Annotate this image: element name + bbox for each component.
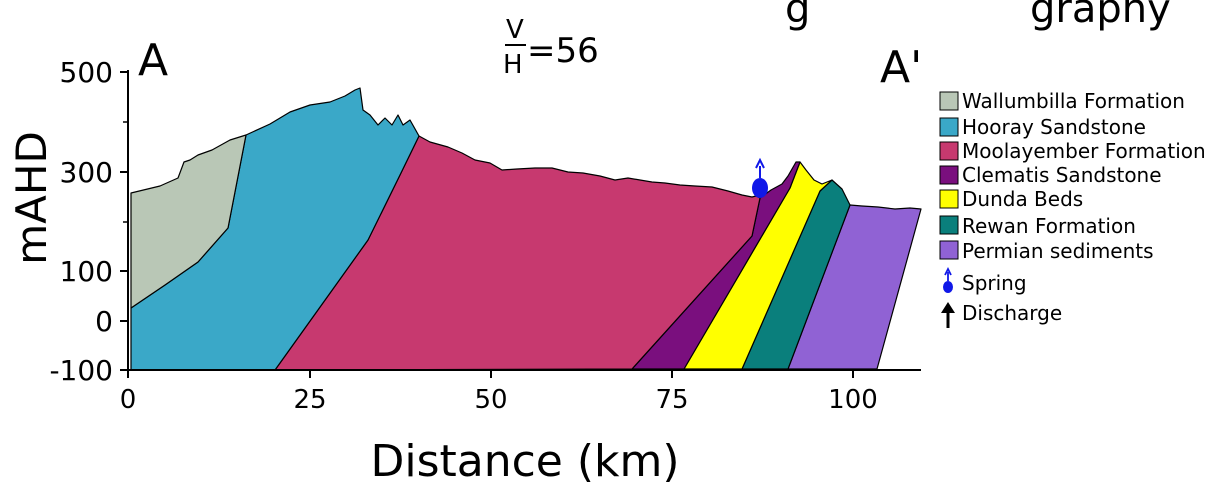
endpoint-label-left: A [138, 35, 168, 86]
endpoint-label-right: A' [880, 42, 922, 93]
legend-label: Permian sediments [962, 239, 1154, 263]
unit-hooray-sandstone [130, 87, 420, 371]
legend-label: Clematis Sandstone [962, 163, 1162, 187]
y-tick-label: 0 [95, 305, 113, 338]
legend-label: Moolayember Formation [962, 139, 1206, 163]
title-fragment-left: g [785, 0, 810, 32]
spring-icon [943, 266, 953, 293]
legend-swatch-clematis [939, 165, 959, 185]
x-axis-title: Distance (km) [370, 436, 679, 487]
y-axis-title: mAHD [7, 131, 56, 265]
ratio-value: =56 [527, 31, 599, 71]
axes [120, 70, 921, 378]
geology-section [130, 87, 922, 371]
legend-swatch-moolayember [939, 141, 959, 161]
x-tick-label: 100 [828, 385, 878, 415]
legend-label: Dunda Beds [962, 187, 1083, 211]
legend-label: Spring [962, 271, 1027, 295]
spring-marker [752, 157, 768, 198]
x-tick-label: 0 [120, 385, 137, 415]
legend: Wallumbilla Formation Hooray Sandstone M… [939, 89, 1206, 328]
unit-wallumbilla-formation [130, 134, 247, 309]
y-tick-label: 300 [60, 156, 113, 189]
legend-label: Discharge [962, 301, 1062, 325]
legend-label: Rewan Formation [962, 214, 1136, 238]
title-fragment-right: graphy [1030, 0, 1171, 32]
legend-swatch-hooray [939, 117, 959, 137]
x-tick-label: 75 [655, 385, 688, 415]
arrow-up-icon [941, 302, 955, 328]
unit-moolayember-formation [274, 135, 761, 371]
x-tick-label: 50 [474, 385, 507, 415]
x-tick-label: 25 [293, 385, 326, 415]
legend-swatch-rewan [939, 215, 959, 235]
unit-permian-sediments [787, 204, 922, 370]
ratio-denominator: H [503, 50, 523, 80]
y-tick-label: 500 [60, 56, 113, 89]
y-tick-label: -100 [49, 354, 113, 387]
legend-label: Wallumbilla Formation [962, 89, 1185, 113]
legend-swatch-wallumbilla [939, 91, 959, 111]
ratio-numerator: V [506, 15, 524, 45]
legend-swatch-dunda [939, 189, 959, 209]
y-tick-label: 100 [60, 255, 113, 288]
legend-swatch-permian [939, 240, 959, 260]
legend-label: Hooray Sandstone [962, 115, 1146, 139]
